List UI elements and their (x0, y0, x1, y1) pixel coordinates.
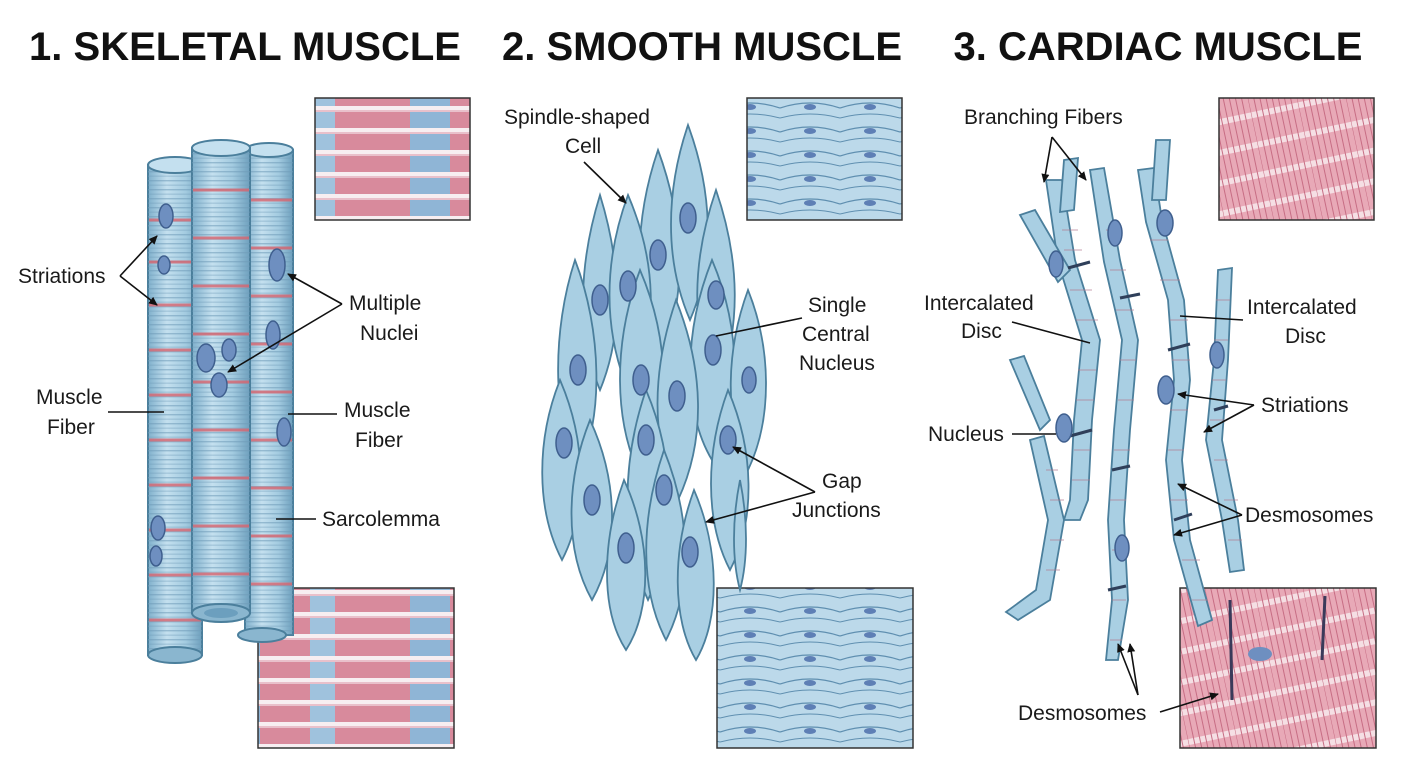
label-intercalated-disc-right-line1: Intercalated (1247, 296, 1357, 319)
label-intercalated-disc-right-line2: Disc (1285, 325, 1326, 348)
label-muscle-fiber-right-line2: Fiber (355, 429, 403, 452)
label-gap-junctions-line1: Gap (822, 470, 862, 493)
cardiac-panel: Branching Fibers Intercalated Disc Inter… (924, 97, 1377, 749)
label-sarcolemma: Sarcolemma (322, 508, 440, 531)
label-single-central-nucleus-line3: Nucleus (799, 352, 875, 375)
label-muscle-fiber-right-line1: Muscle (344, 399, 411, 422)
smooth-histology-bottom (716, 587, 914, 749)
label-single-central-nucleus-line2: Central (802, 323, 870, 346)
cardiac-histology-top (1218, 97, 1375, 221)
label-striations: Striations (18, 265, 106, 288)
skeletal-histology-top (314, 97, 471, 221)
skeletal-fiber-right (237, 142, 294, 643)
smooth-panel: Spindle-shaped Cell Single Central Nucle… (504, 97, 914, 749)
label-desmosomes-right: Desmosomes (1245, 504, 1373, 527)
label-gap-junctions-line2: Junctions (792, 499, 881, 522)
label-muscle-fiber-left-line1: Muscle (36, 386, 103, 409)
skeletal-panel: Striations Multiple Nuclei Muscle Fiber … (18, 97, 471, 749)
intercalated-disc (1067, 260, 1091, 270)
label-spindle-cell-line2: Cell (565, 135, 601, 158)
label-muscle-fiber-left-line2: Fiber (47, 416, 95, 439)
cardiac-title: 3. CARDIAC MUSCLE (954, 25, 1363, 69)
skeletal-fiber-middle (191, 139, 251, 623)
label-branching-fibers: Branching Fibers (964, 106, 1123, 129)
label-single-central-nucleus-line1: Single (808, 294, 866, 317)
cardiac-histology-bottom (1179, 587, 1377, 749)
label-multiple-nuclei-line2: Nuclei (360, 322, 418, 345)
smooth-histology-top (746, 97, 903, 221)
label-nucleus: Nucleus (928, 423, 1004, 446)
label-multiple-nuclei-line1: Multiple (349, 292, 421, 315)
label-desmosomes-bottom: Desmosomes (1018, 702, 1146, 725)
skeletal-title: 1. SKELETAL MUSCLE (29, 25, 461, 69)
label-intercalated-disc-left-line2: Disc (961, 320, 1002, 343)
smooth-cell-cluster (541, 122, 767, 662)
label-intercalated-disc-left-line1: Intercalated (924, 292, 1034, 315)
smooth-title: 2. SMOOTH MUSCLE (502, 25, 902, 69)
smooth-nuclei (555, 202, 757, 568)
label-cardiac-striations: Striations (1261, 394, 1349, 417)
label-spindle-cell-line1: Spindle-shaped (504, 106, 650, 129)
cardiac-fiber-network (1004, 139, 1245, 661)
nucleus (158, 203, 174, 229)
